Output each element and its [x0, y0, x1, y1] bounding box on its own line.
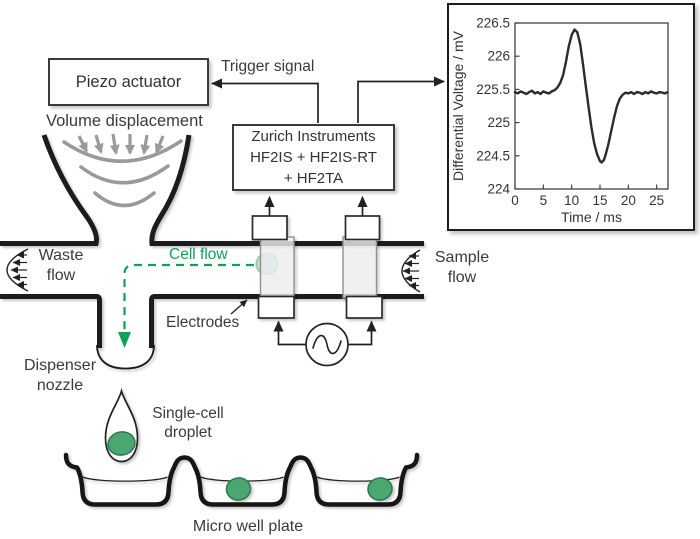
zurich-line-2: HF2IS + HF2IS-RT [250, 149, 377, 166]
trigger-wire-to-inset [357, 76, 445, 123]
right-electrode-body [342, 236, 378, 299]
sample-flow-profile [401, 249, 421, 293]
volume-displacement-label: Volume displacement [46, 112, 203, 130]
sine-wire-right [348, 320, 377, 346]
channel-walls [0, 134, 424, 370]
trigger-signal-label: Trigger signal [221, 58, 315, 75]
x-tick-label: 0 [511, 193, 519, 208]
left-electrode-top-connector [251, 215, 288, 241]
piezo-actuator-box: Piezo actuator [48, 58, 209, 106]
sine-wave-icon [312, 334, 342, 355]
cell-in-droplet [107, 431, 136, 456]
y-tick-label: 224 [487, 182, 510, 197]
left-electrode-bottom-connector [257, 295, 295, 319]
plot-frame [514, 22, 669, 190]
left-electrode-body [259, 236, 295, 299]
zurich-line-3: + HF2TA [283, 170, 344, 187]
single-cell-droplet-graphic [104, 387, 139, 463]
x-tick-label: 25 [649, 193, 664, 208]
electrodes-structures [251, 215, 383, 319]
cell-flow-path [118, 263, 254, 348]
signal-wires [211, 76, 445, 346]
x-tick-label: 15 [592, 193, 607, 208]
cell-in-well-3 [367, 477, 393, 501]
y-tick-label: 224.5 [476, 148, 510, 163]
waste-flow-label: Waste flow [38, 247, 84, 284]
electrodes-pointer-arrow [230, 299, 248, 315]
x-tick-label: 5 [540, 193, 548, 208]
trigger-wire-to-piezo [211, 78, 319, 123]
x-tick-label: 20 [621, 193, 636, 208]
zurich-instruments-box: Zurich Instruments HF2IS + HF2IS-RT + HF… [232, 124, 395, 191]
y-tick-label: 225.5 [476, 82, 510, 97]
x-tick-label: 10 [564, 193, 579, 208]
cell-flow-label: Cell flow [169, 246, 228, 263]
cell-flow-arrowhead-icon [118, 332, 131, 348]
y-tick-label: 226 [487, 49, 510, 64]
x-axis-title: Time / ms [561, 209, 622, 225]
right-electrode-top-connector [344, 215, 381, 241]
y-tick-label: 225 [487, 115, 510, 130]
micro-well-plate-graphic [63, 452, 420, 507]
y-axis-title: Differential Voltage / mV [450, 30, 466, 181]
sine-wire-left [273, 320, 306, 346]
y-tick-label: 226.5 [476, 16, 510, 31]
funnel-right-wall [149, 134, 424, 246]
zurich-line-1: Zurich Instruments [251, 128, 376, 145]
micro-well-plate-label: Micro well plate [192, 518, 304, 535]
right-electrode-bottom-connector [345, 295, 383, 319]
ac-source [305, 322, 349, 367]
pressure-wave-arcs [62, 139, 183, 208]
dispenser-nozzle-label: Dispenser nozzle [23, 357, 97, 394]
piezo-actuator-label: Piezo actuator [75, 72, 182, 91]
electrodes-label: Electrodes [166, 314, 240, 331]
bottom-wall-left-nozzle [0, 294, 102, 348]
waste-flow-profile [6, 248, 29, 292]
chart-curve [513, 28, 669, 164]
bottom-wall-right-nozzle [149, 294, 424, 348]
cell-in-well-2 [225, 477, 252, 501]
well-plate-outline [63, 452, 420, 507]
sample-flow-label: Sample flow [434, 249, 490, 286]
funnel-left-wall [0, 134, 99, 246]
nozzle-tip [96, 344, 155, 370]
volume-displacement-arrows [77, 133, 165, 155]
single-cell-droplet-label: Single-cell droplet [152, 405, 224, 441]
